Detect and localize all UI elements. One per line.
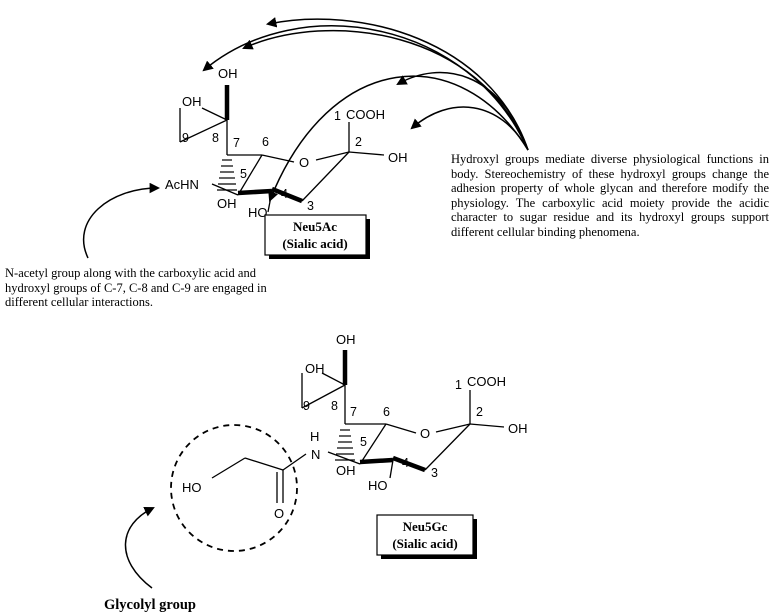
neu5gc-c6-c5-bond — [359, 423, 387, 465]
neu5ac-c9-c8-bond — [179, 119, 228, 143]
neu5ac-c2-number: 2 — [355, 135, 362, 149]
neu5ac-structure: OH OH 9 8 7 6 5 4 3 2 1 COOH OH O AcHN O… — [165, 66, 408, 259]
neu5gc-c9-c8-bond — [301, 384, 346, 409]
neu5gc-c8-number: 8 — [331, 399, 338, 413]
neu5gc-c4-c3-wedge — [392, 455, 426, 473]
neu5ac-ring-oxygen: O — [299, 155, 309, 170]
neu5gc-c5-c4-wedge — [359, 457, 394, 465]
neu5gc-ho-glycolyl: HO — [182, 480, 202, 495]
neu5gc-c5-n-bond — [327, 451, 361, 465]
neu5ac-oh-c7: OH — [217, 196, 237, 211]
neu5ac-c3-number: 3 — [307, 199, 314, 213]
hydroxyl-caption: Hydroxyl groups mediate diverse physiolo… — [451, 152, 769, 239]
neu5gc-c4-ho-bond — [389, 459, 394, 479]
neu5ac-achn: AcHN — [165, 177, 199, 192]
arrow-to-cooh — [396, 71, 529, 151]
neu5ac-o-c2-bond — [315, 151, 350, 161]
hydroxyl-arrows — [202, 17, 529, 202]
neu5gc-oh-top: OH — [336, 332, 356, 347]
neu5ac-c6-number: 6 — [262, 135, 269, 149]
neu5gc-ho-c4: HO — [368, 478, 388, 493]
neu5gc-oh-c2: OH — [508, 421, 528, 436]
neu5gc-c9-number: 9 — [303, 399, 310, 413]
neu5gc-ring-oxygen: O — [420, 426, 430, 441]
neu5ac-c7-number: 7 — [233, 136, 240, 150]
neu5ac-c6-c5-bond — [237, 154, 263, 196]
neu5gc-carbonyl-o: O — [274, 506, 284, 521]
neu5gc-c1-number: 1 — [455, 378, 462, 392]
neu5gc-ch2-ho-bond — [211, 457, 246, 479]
neu5gc-cooh: COOH — [467, 374, 506, 389]
neu5ac-ho-c4: HO — [248, 205, 268, 220]
neu5gc-o-c2-bond — [435, 423, 471, 433]
neu5gc-oh-c7: OH — [336, 463, 356, 478]
neu5gc-c6-o-bond — [385, 423, 417, 434]
neu5gc-c2-number: 2 — [476, 405, 483, 419]
neu5gc-n: N — [311, 447, 320, 462]
neu5ac-c8-number: 8 — [212, 131, 219, 145]
arrow-to-c9-oh — [242, 29, 529, 151]
neu5ac-c9-number: 9 — [182, 131, 189, 145]
neu5gc-c5-number: 5 — [360, 435, 367, 449]
neu5gc-c2-oh-bond — [469, 423, 505, 428]
arrow-to-achn — [82, 182, 161, 259]
arrow-to-c4-oh — [268, 75, 529, 202]
glycolyl-label: Glycolyl group — [104, 597, 196, 613]
neu5gc-c7-number: 7 — [350, 405, 357, 419]
neu5gc-name: Neu5Gc — [403, 519, 448, 534]
neu5ac-oh-top: OH — [218, 66, 238, 81]
neu5gc-alias: (Sialic acid) — [392, 536, 457, 551]
neu5ac-label-box — [264, 214, 367, 256]
neu5ac-c5-c4-wedge — [237, 188, 273, 196]
neu5ac-c4-number: 4 — [281, 187, 288, 201]
glycolyl-highlight-circle — [170, 424, 298, 552]
neu5ac-name: Neu5Ac — [293, 219, 337, 234]
neu5ac-c7-oh-hash — [217, 159, 237, 191]
neu5ac-c4-ho-bond — [267, 190, 273, 213]
neu5ac-c3-c2-bond — [301, 151, 350, 202]
neu5ac-c8-c9-bond — [201, 107, 228, 121]
neu5gc-oh-c9: OH — [305, 361, 325, 376]
neu5ac-oh-c2: OH — [388, 150, 408, 165]
acetyl-caption: N-acetyl group along with the carboxylic… — [5, 266, 267, 310]
neu5gc-n-carbonyl-bond — [282, 453, 307, 471]
neu5gc-c7-oh-hash — [335, 429, 355, 461]
neu5ac-c2-oh-bond — [348, 151, 385, 156]
neu5ac-oh-c9: OH — [182, 94, 202, 109]
neu5gc-c3-number: 3 — [431, 466, 438, 480]
neu5gc-label-box — [376, 514, 474, 556]
neu5gc-c6-number: 6 — [383, 405, 390, 419]
neu5ac-cooh: COOH — [346, 107, 385, 122]
neu5ac-c1-number: 1 — [334, 109, 341, 123]
neu5ac-c5-achn-bond — [211, 183, 239, 196]
neu5gc-h: H — [310, 429, 319, 444]
neu5gc-c4-number: 4 — [402, 456, 409, 470]
neu5gc-structure: OH OH 9 8 7 6 5 4 3 2 1 COOH OH O H N OH… — [170, 332, 528, 559]
arrow-to-glycolyl — [124, 506, 155, 589]
neu5ac-alias: (Sialic acid) — [282, 236, 347, 251]
neu5gc-carbonyl-ch2-bond — [244, 457, 284, 471]
neu5gc-c8-c9-bond — [321, 372, 346, 386]
neu5ac-c5-number: 5 — [240, 167, 247, 181]
neu5gc-c3-c2-bond — [424, 423, 471, 471]
